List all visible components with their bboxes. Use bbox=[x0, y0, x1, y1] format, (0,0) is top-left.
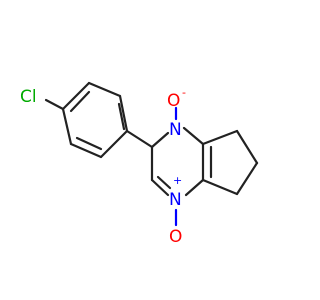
molecule-structure-diagram: Cl N O - N + O bbox=[20, 81, 259, 247]
aromatic-inner-bond-3 bbox=[75, 136, 103, 151]
bond-c6-c5 bbox=[235, 161, 259, 196]
aromatic-inner-bond-1 bbox=[69, 90, 91, 113]
bond-c8a-c7 bbox=[201, 129, 239, 146]
bond-c2-c3 bbox=[87, 81, 122, 98]
charge-nitrogen-bottom: + bbox=[173, 174, 182, 187]
bond-ring-to-chlorine bbox=[44, 98, 65, 111]
bond-n4-c3 bbox=[150, 178, 170, 197]
atom-nitrogen-top-label: N bbox=[169, 120, 182, 140]
atom-oxygen-bottom-label: O bbox=[169, 227, 182, 247]
atom-nitrogen-bottom-label: N bbox=[169, 190, 182, 210]
bond-c3-c4 bbox=[118, 94, 129, 133]
bond-phenyl-to-pyrazine bbox=[125, 129, 154, 149]
bond-c2-n1 bbox=[150, 131, 170, 149]
aromatic-inner-bond-2 bbox=[117, 102, 126, 131]
charge-oxygen-top: - bbox=[182, 86, 186, 99]
bond-c5-c4a bbox=[201, 178, 239, 196]
bond-c7-c6 bbox=[235, 129, 259, 165]
cyclopentane-ring bbox=[201, 129, 259, 196]
atom-oxygen-top-label: O bbox=[167, 91, 180, 111]
bond-n4-c3-inner bbox=[156, 175, 172, 190]
bond-c4a-n4 bbox=[184, 178, 205, 197]
bond-c6-c1 bbox=[61, 107, 73, 146]
bond-n1-c8a bbox=[182, 126, 205, 146]
atom-chlorine-label: Cl bbox=[20, 87, 37, 107]
pyrazine-ring bbox=[150, 126, 213, 197]
bond-c4-c5 bbox=[99, 129, 129, 159]
bond-c5-c6 bbox=[69, 142, 103, 159]
chlorophenyl-ring bbox=[61, 81, 129, 159]
bond-c1-c2 bbox=[61, 81, 91, 111]
